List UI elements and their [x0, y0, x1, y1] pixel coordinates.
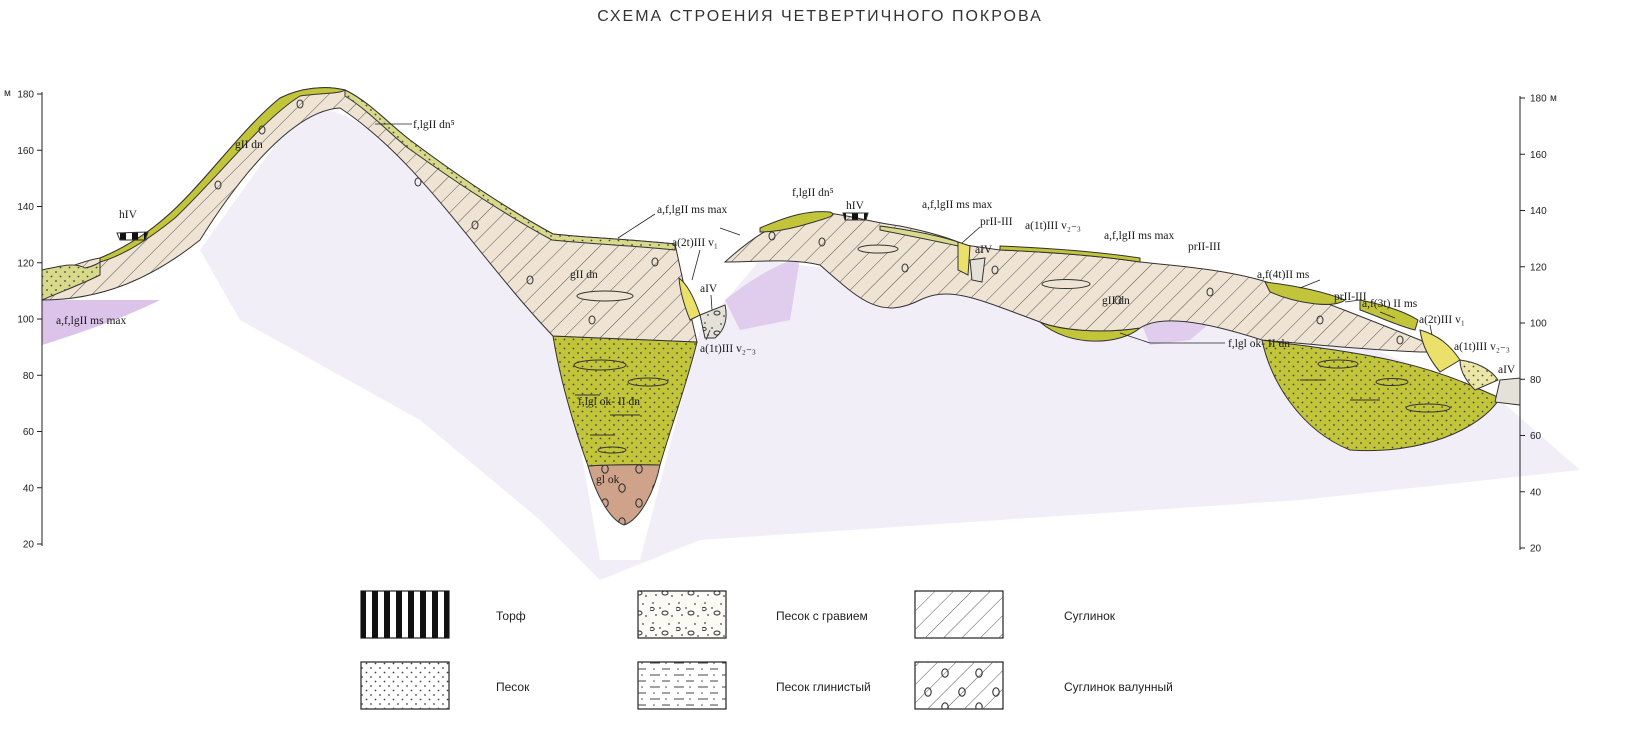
label-flglII-dn5-top: f,lgII dn⁵ [413, 119, 455, 131]
label-a2tIII-v1-mid: a(2t)III v₁ [672, 237, 718, 249]
legend-item-peat: Торф [360, 590, 526, 639]
label-aflglII-msmax-r2: a,f,lgII ms max [1104, 230, 1175, 242]
label-aIV-r: aIV [975, 244, 993, 256]
legend-label-loam: Суглинок [1064, 609, 1116, 623]
label-aIV-mid: aIV [700, 283, 718, 295]
label-flgl-ok-right: f,lgl ok- II dn [1228, 338, 1290, 350]
left-axis-tick-label: 20 [23, 540, 35, 551]
legend-label-clayey-sand: Песок глинистый [776, 680, 871, 694]
label-a2tIII-v1-right: a(2t)III v₁ [1419, 314, 1465, 326]
label-a1tIII-v23-r: a(1t)III v₂₋₃ [1025, 220, 1081, 232]
unit-aIV-r [969, 257, 986, 283]
right-axis-tick-label: 80 [1530, 375, 1542, 386]
unit-aflglII-msmax-r2 [999, 245, 1141, 263]
unit-af3tII-ms [1359, 299, 1419, 331]
leader-lines [375, 123, 1433, 344]
legend-item-boulder-loam: Суглинок валунный [914, 661, 1173, 710]
right-axis-tick-label: 140 [1530, 206, 1547, 217]
right-axis-tick-label: 40 [1530, 487, 1542, 498]
label-aIV-far-right: aIV [1498, 364, 1516, 376]
lilac-wedge-mid [725, 258, 800, 330]
right-axis-tick-label: 100 [1530, 319, 1547, 330]
left-axis-tick-label: 160 [17, 146, 34, 157]
legend-item-sand: Песок [360, 661, 530, 710]
legend-label-sand: Песок [496, 680, 530, 694]
loam-lenses [576, 244, 1091, 302]
label-gl-ok: gl ok [596, 474, 620, 486]
subsurface-shadow [200, 108, 1580, 580]
boulder-markers [214, 99, 1404, 345]
left-axis-tick-label: 60 [23, 427, 35, 438]
label-flglII-dn5-right: f,lgII dn⁵ [792, 187, 834, 199]
lilac-wedge-left [42, 300, 160, 345]
legend-item-clayey-sand: Песок глинистый [637, 661, 871, 710]
label-aflglII-msmax-r1: a,f,lgII ms max [922, 199, 993, 211]
right-lenses [1300, 359, 1451, 413]
right-axis-tick-label: 120 [1530, 262, 1547, 273]
unit-aIV-far-right [1494, 377, 1521, 406]
legend: Торф Песок с гравием Суглинок Песок Песо… [360, 590, 1173, 710]
label-prII-III-2: prII-III [1188, 241, 1221, 253]
legend-item-loam: Суглинок [914, 590, 1116, 639]
label-prII-III-1: prII-III [980, 216, 1013, 228]
left-axis-tick-label: 140 [17, 202, 34, 213]
label-glII-dn-mid: gII dn [570, 269, 598, 281]
left-axis-tick-label: 40 [23, 483, 35, 494]
right-axis: 180 160 140 120 100 80 60 40 20 [1519, 94, 1547, 555]
unit-a2tIII-v1-right [1419, 329, 1461, 373]
unit-hIV-right [842, 212, 869, 221]
unit-a2tIII-v1-mid [678, 276, 701, 321]
legend-label-sand-gravel: Песок с гравием [776, 609, 868, 623]
label-glII-dn-right: gII dn [1102, 295, 1130, 307]
right-axis-tick-label: 60 [1530, 431, 1542, 442]
label-a1tIII-v23-mid: a(1t)III v₂₋₃ [700, 343, 756, 355]
left-axis-unit: м [4, 88, 11, 99]
valley-lenses [573, 359, 669, 454]
label-glII-dn-top: gII dn [235, 139, 263, 151]
label-hIV-right: hIV [846, 200, 865, 212]
label-aflglII-msmax-left: a,f,lgII ms max [56, 315, 127, 327]
right-axis-tick-label: 160 [1530, 150, 1547, 161]
right-axis-tick-label: 20 [1530, 544, 1542, 555]
label-af4tII-ms: a,f(4t)II ms [1257, 269, 1310, 281]
label-hIV-left: hIV [119, 209, 138, 221]
left-axis-tick-label: 180 [17, 90, 34, 101]
left-axis-tick-label: 120 [17, 258, 34, 269]
left-axis: 180 160 140 120 100 80 60 40 20 [17, 90, 43, 551]
left-axis-tick-label: 80 [23, 371, 35, 382]
label-a1tIII-v23-right: a(1t)III v₂₋₃ [1454, 341, 1510, 353]
label-flgl-ok-valley: f,lgl ok- II dn [578, 396, 640, 408]
right-axis-tick-label: 180 [1530, 94, 1547, 105]
legend-label-boulder-loam: Суглинок валунный [1064, 680, 1173, 694]
unit-a1tIII-v23-r [957, 241, 971, 276]
label-af3tII-ms: a,f(3t) II ms [1362, 298, 1418, 310]
left-axis-tick-label: 100 [17, 315, 34, 326]
label-aflglII-msmax-mid: a,f,lgII ms max [657, 204, 728, 216]
diagram-title: СХЕМА СТРОЕНИЯ ЧЕТВЕРТИЧНОГО ПОКРОВА [597, 8, 1043, 25]
label-prII-III-3: prII-III [1334, 291, 1367, 303]
right-axis-unit: м [1550, 93, 1557, 104]
unit-af4tII-ms [1264, 281, 1346, 305]
legend-item-sand-gravel: Песок с гравием [637, 590, 868, 639]
unit-flglII-dn5-right [759, 211, 833, 233]
unit-hIV-left [116, 231, 149, 241]
legend-label-peat: Торф [496, 609, 526, 623]
